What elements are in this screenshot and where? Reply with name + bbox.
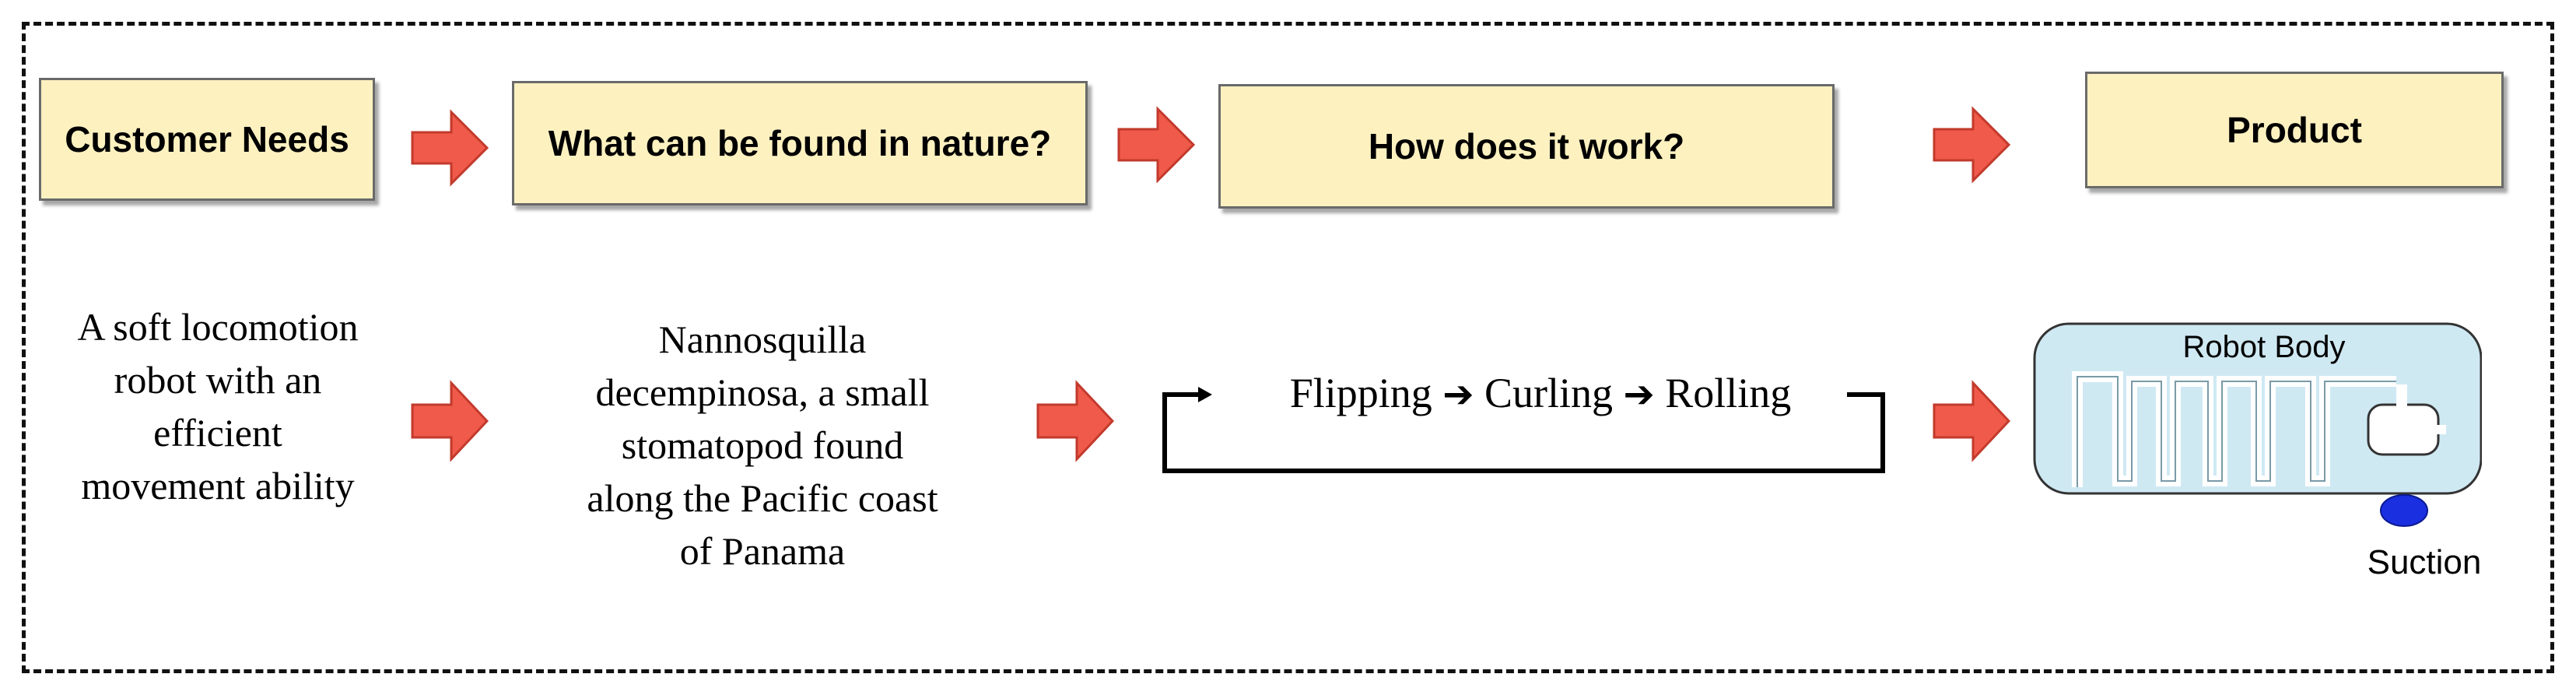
header-nature: What can be found in nature? [512, 81, 1088, 205]
description-line: decempinosa, a small [595, 370, 930, 414]
description-line: robot with an [114, 358, 322, 402]
separator-arrow-icon: ➔ [1442, 373, 1474, 416]
step-flipping: Flipping [1289, 370, 1432, 416]
suction-icon [2380, 494, 2428, 527]
header-how-it-works-label: How does it work? [1368, 126, 1685, 167]
robot-body-label: Robot Body [2182, 330, 2346, 364]
description-line: along the Pacific coast [587, 476, 938, 520]
arrow-right-icon [1117, 106, 1195, 184]
header-nature-label: What can be found in nature? [548, 123, 1052, 163]
arrow-right-icon [1036, 380, 1114, 462]
arrow-right-icon [411, 109, 489, 187]
header-customer-needs: Customer Needs [39, 78, 375, 201]
step-rolling: Rolling [1665, 370, 1792, 416]
arrow-right-icon [1933, 106, 2010, 184]
description-line: of Panama [679, 529, 846, 573]
arrow-right-icon [1933, 380, 2010, 462]
header-product-label: Product [2227, 110, 2362, 150]
arrow-right-icon [411, 380, 489, 462]
header-customer-needs-label: Customer Needs [65, 119, 349, 160]
header-how-it-works: How does it work? [1218, 84, 1835, 209]
description-line: A soft locomotion [77, 305, 359, 349]
mechanism-loop [1162, 387, 1885, 473]
header-product: Product [2085, 72, 2504, 188]
step-curling: Curling [1484, 370, 1614, 416]
description-line: movement ability [81, 464, 355, 507]
description-line: efficient [153, 411, 282, 455]
nature-description: Nannosquilla decempinosa, a small stomat… [521, 313, 1004, 577]
mechanism-steps: Flipping ➔ Curling ➔ Rolling [1214, 369, 1867, 417]
robot-body-diagram [2033, 322, 2482, 527]
suction-label: Suction [2367, 543, 2482, 581]
robot-chamber [2367, 403, 2440, 456]
customer-needs-description: A soft locomotion robot with an efficien… [31, 300, 405, 512]
description-line: stomatopod found [621, 423, 904, 467]
description-line: Nannosquilla [658, 318, 867, 361]
separator-arrow-icon: ➔ [1623, 373, 1655, 416]
diagram-frame [22, 22, 2554, 673]
